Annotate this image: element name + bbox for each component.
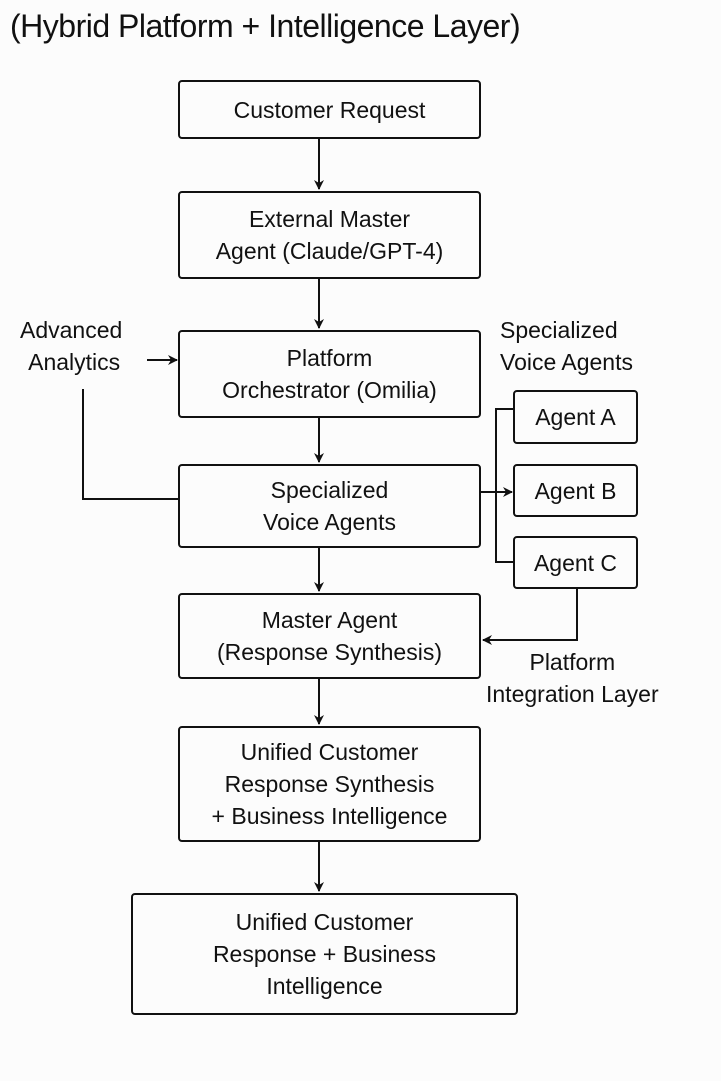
label-specialized-voice-agents: Specialized Voice Agents (500, 314, 633, 378)
node-text: External Master (248, 206, 411, 232)
edge-analytics-to-voice-agents (82, 389, 179, 500)
label-text: Voice Agents (500, 349, 633, 375)
node-platform-orchestrator: Platform Orchestrator (Omilia) (178, 330, 481, 418)
node-text: (Response Synthesis) (217, 639, 442, 665)
node-text: Response + Business (212, 941, 437, 967)
node-text: Intelligence (266, 973, 383, 999)
label-platform-integration-layer: Platform Integration Layer (486, 646, 659, 710)
node-text: Unified Customer (235, 909, 414, 935)
node-unified-synthesis: Unified Customer Response Synthesis + Bu… (178, 726, 481, 842)
node-text: Platform (286, 345, 373, 371)
node-text: Agent C (533, 549, 618, 576)
node-text: Unified Customer (240, 739, 419, 765)
node-text: Specialized (270, 477, 389, 503)
node-text: Voice Agents (263, 509, 396, 535)
node-agent-b: Agent B (513, 464, 638, 517)
label-text: Integration Layer (486, 681, 659, 707)
node-text: Agent A (535, 404, 616, 430)
label-text: Analytics (28, 349, 121, 375)
edge-bracket-agents (495, 408, 514, 563)
label-text: Specialized (500, 317, 618, 343)
node-text: Response Synthesis (224, 771, 435, 797)
node-external-master-agent: External Master Agent (Claude/GPT-4) (178, 191, 481, 279)
node-text: Customer Request (233, 96, 426, 123)
node-text: Master Agent (261, 607, 398, 633)
node-text: Agent (Claude/GPT-4) (215, 238, 444, 264)
node-customer-request: Customer Request (178, 80, 481, 139)
node-agent-a: Agent A (513, 390, 638, 444)
node-text: Orchestrator (Omilia) (222, 377, 437, 403)
node-agent-c: Agent C (513, 536, 638, 589)
edge-agent-c-to-master (482, 588, 578, 645)
label-advanced-analytics: Advanced Analytics (20, 314, 122, 378)
label-text: Advanced (20, 317, 123, 343)
label-text: Platform (529, 649, 616, 675)
node-master-agent: Master Agent (Response Synthesis) (178, 593, 481, 679)
node-text: + Business Intelligence (211, 803, 448, 829)
diagram-title: (Hybrid Platform + Intelligence Layer) (10, 8, 521, 44)
node-specialized-voice-agents: Specialized Voice Agents (178, 464, 481, 548)
node-unified-response: Unified Customer Response + Business Int… (131, 893, 518, 1015)
node-text: Agent B (534, 477, 617, 504)
